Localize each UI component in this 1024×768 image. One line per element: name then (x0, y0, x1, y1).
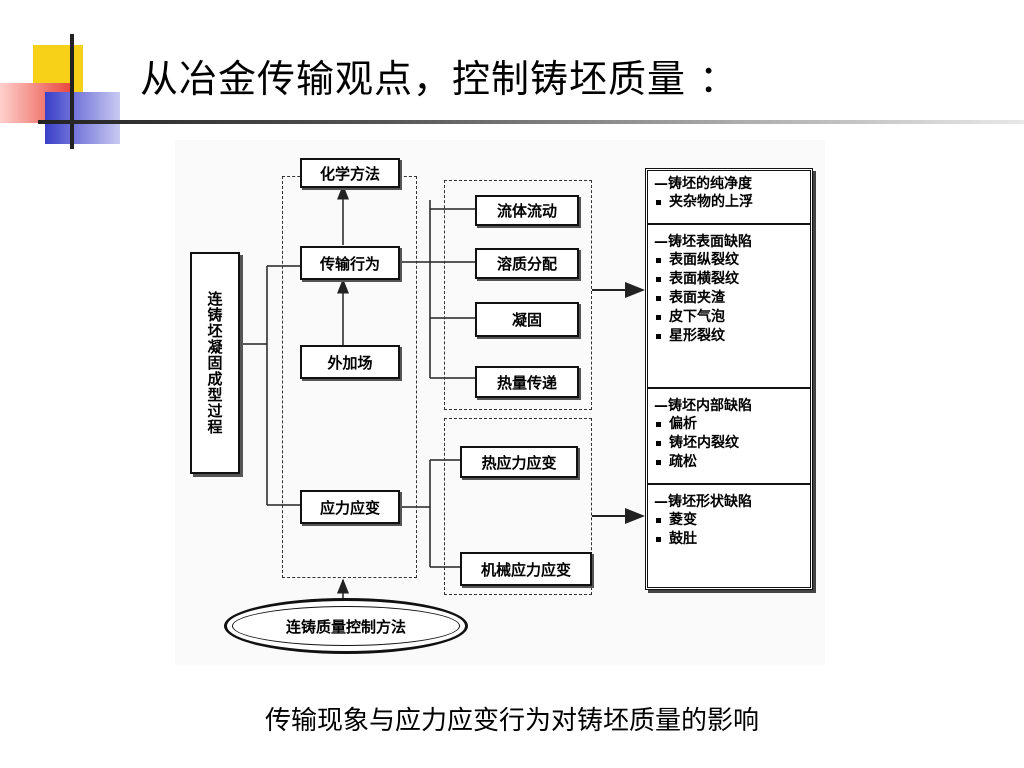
bullet-icon (656, 440, 661, 446)
result-section-head: —铸坯表面缺陷 (654, 234, 752, 250)
result-section-cleanliness: —铸坯的纯净度 夹杂物的上浮 (648, 171, 810, 225)
result-section-internal-defects: —铸坯内部缺陷 偏析 铸坯内裂纹 疏松 (648, 393, 810, 485)
deco-blue-square (45, 92, 120, 144)
stress-item-thermal: 热应力应变 (460, 446, 578, 478)
result-section-head: —铸坯内部缺陷 (654, 398, 752, 414)
stress-items-group (444, 418, 592, 595)
bullet-icon (656, 199, 661, 205)
bullet-icon (656, 459, 661, 465)
bullet-icon (656, 333, 661, 339)
bullet-icon (656, 257, 661, 263)
quality-method-ellipse: 连铸质量控制方法 (224, 598, 468, 654)
stress-strain-node: 应力应变 (300, 490, 400, 524)
result-item: 铸坯内裂纹 (654, 434, 804, 453)
stress-item-mechanical: 机械应力应变 (460, 552, 592, 586)
bullet-icon (656, 536, 661, 542)
transport-item-label: 流体流动 (496, 202, 557, 220)
external-field-node: 外加场 (300, 345, 400, 379)
transport-item-heat: 热量传递 (475, 366, 579, 398)
result-section-head: —铸坯的纯净度 (654, 176, 752, 192)
bullet-icon (656, 295, 661, 301)
result-item: 表面横裂纹 (654, 270, 804, 289)
result-item: 皮下气泡 (654, 308, 804, 327)
process-box: 连铸坯凝固成型过程 (190, 252, 240, 474)
result-item: 表面纵裂纹 (654, 251, 804, 270)
transport-item-fluid-flow: 流体流动 (475, 195, 579, 226)
transport-items-group (444, 180, 592, 410)
ellipse-inner-ring (232, 606, 460, 646)
stress-item-label: 机械应力应变 (480, 560, 571, 579)
result-item: 鼓肚 (654, 530, 804, 549)
transport-node: 传输行为 (300, 246, 400, 280)
stress-strain-label: 应力应变 (319, 498, 380, 517)
result-section-head: —铸坯形状缺陷 (654, 494, 752, 510)
result-item: 菱变 (654, 511, 804, 530)
transport-item-solute: 溶质分配 (475, 248, 579, 279)
quality-method-label: 连铸质量控制方法 (285, 617, 406, 636)
deco-vertical-line (70, 34, 74, 149)
chemical-method-node: 化学方法 (300, 158, 400, 188)
chemical-method-label: 化学方法 (319, 164, 380, 183)
transport-item-label: 热量传递 (496, 373, 557, 392)
title-rule (38, 120, 1024, 124)
slide-title: 从冶金传输观点，控制铸坯质量 ： (140, 57, 739, 101)
quality-results-panel: —铸坯的纯净度 夹杂物的上浮 —铸坯表面缺陷 表面纵裂纹 表面横裂纹 表面夹渣 … (645, 168, 813, 590)
process-label: 连铸坯凝固成型过程 (205, 291, 224, 435)
result-item: 星形裂纹 (654, 327, 804, 346)
transport-item-solidification: 凝固 (475, 302, 579, 337)
diagram-caption: 传输现象与应力应变行为对铸坯质量的影响 (264, 706, 759, 736)
result-item: 偏析 (654, 415, 804, 434)
result-section-shape-defects: —铸坯形状缺陷 菱变 鼓肚 (648, 489, 810, 581)
result-item: 表面夹渣 (654, 289, 804, 308)
bullet-icon (656, 276, 661, 282)
result-section-surface-defects: —铸坯表面缺陷 表面纵裂纹 表面横裂纹 表面夹渣 皮下气泡 星形裂纹 (648, 229, 810, 389)
transport-label: 传输行为 (319, 254, 380, 273)
bullet-icon (656, 517, 661, 523)
transport-item-label: 凝固 (511, 311, 542, 329)
transport-item-label: 溶质分配 (496, 255, 557, 273)
bullet-icon (656, 314, 661, 320)
stress-item-label: 热应力应变 (481, 453, 557, 472)
result-item: 疏松 (654, 453, 804, 472)
bullet-icon (656, 421, 661, 427)
external-field-label: 外加场 (327, 353, 373, 372)
result-item: 夹杂物的上浮 (654, 193, 804, 212)
